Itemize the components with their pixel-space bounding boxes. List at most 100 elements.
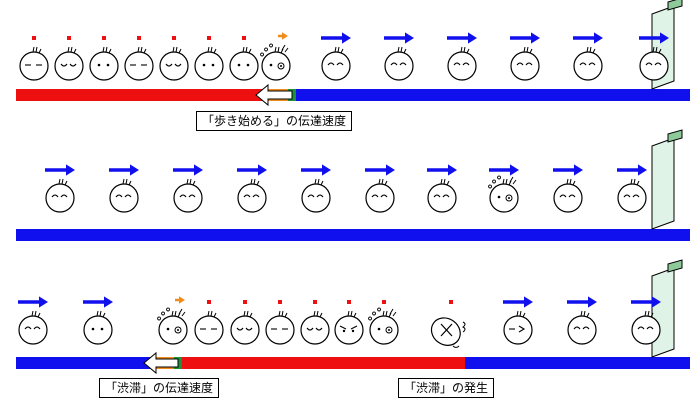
propagation-arrow <box>255 83 293 107</box>
walk-start-speed-label: 「歩き始める」の伝達速度 <box>196 111 353 131</box>
road-moving-segment <box>296 89 690 101</box>
person-stopped <box>54 46 84 81</box>
moving-arrow <box>384 32 414 44</box>
eye-ring <box>505 194 513 202</box>
arrow-head <box>448 164 457 176</box>
alarm-lines <box>178 308 186 317</box>
hair-tuft <box>207 310 217 318</box>
jam-occurrence-label: 「渋滞」の発生 <box>398 378 495 398</box>
jam-speed-label: 「渋滞」の伝達速度 <box>99 378 220 398</box>
hair-squiggle <box>452 345 460 348</box>
person-moving <box>83 310 113 345</box>
moving-arrow <box>631 296 661 308</box>
hair-tuft <box>58 178 68 186</box>
stop-marker <box>278 300 282 304</box>
hair-tuft <box>242 46 252 54</box>
hair-tuft <box>586 46 596 54</box>
starting-arrow <box>175 296 185 304</box>
head-outline <box>639 51 669 81</box>
person-moving <box>173 178 203 213</box>
hair-tuft <box>644 310 654 318</box>
person-moving <box>553 178 583 213</box>
arrow-head <box>342 32 351 44</box>
sweat-drops <box>157 307 170 321</box>
alarm-lines <box>281 44 289 53</box>
hair-tuft <box>334 46 344 54</box>
hair-tuft <box>440 178 450 186</box>
stop-marker <box>172 36 176 40</box>
head-outline <box>18 315 48 345</box>
hair-tuft <box>96 310 106 318</box>
eyes-smile <box>390 62 407 66</box>
eyes-smile <box>579 62 596 66</box>
head-outline <box>447 51 477 81</box>
hair-tuft <box>32 46 42 54</box>
head-outline <box>510 51 540 81</box>
hair-tuft <box>122 178 132 186</box>
head-outline <box>173 183 203 213</box>
moving-arrow <box>447 32 477 44</box>
person-stopped <box>89 46 119 81</box>
wall-top-block <box>667 129 683 143</box>
head-outline <box>109 183 139 213</box>
moving-arrow <box>237 164 267 176</box>
hair-tuft <box>630 178 640 186</box>
moving-arrow <box>18 296 48 308</box>
propagation-arrow <box>143 351 179 375</box>
head-outline <box>237 183 267 213</box>
road-stopped-segment <box>182 357 465 369</box>
head-outline <box>89 51 119 81</box>
hair-tuft <box>67 46 77 54</box>
eye-dot <box>351 329 355 333</box>
eyes-smile <box>637 326 654 330</box>
arrow-head <box>638 164 647 176</box>
person-stopped <box>300 310 330 345</box>
person-stopped <box>194 310 224 345</box>
eye-ring <box>277 62 285 70</box>
arrow-head <box>66 164 75 176</box>
eyes-smile <box>645 62 662 66</box>
person-moving <box>639 46 669 81</box>
eye-ring-dot <box>508 197 510 199</box>
moving-arrow <box>639 32 669 44</box>
head-outline <box>430 317 461 346</box>
eye-dot <box>246 63 250 67</box>
head-outline <box>229 51 259 81</box>
arrow-head <box>588 296 597 308</box>
eye-dot <box>100 327 104 331</box>
person-stopped <box>229 46 259 81</box>
hair-tuft <box>278 310 288 318</box>
head-outline <box>553 183 583 213</box>
eyes-smile <box>371 194 388 198</box>
moving-arrow <box>83 296 113 308</box>
arrow-head <box>660 32 669 44</box>
hair-tuft <box>207 46 217 54</box>
hair-tuft <box>460 46 470 54</box>
head-outline <box>321 51 351 81</box>
eye-ring <box>385 326 393 334</box>
arrow-head <box>524 296 533 308</box>
head-outline <box>261 51 291 81</box>
moving-arrow <box>301 164 331 176</box>
eyes-smile <box>516 62 533 66</box>
alarm-lines <box>509 176 517 185</box>
person-moving <box>18 310 48 345</box>
eyes-smile <box>115 194 132 198</box>
moving-arrow <box>503 296 533 308</box>
eye-ring-dot <box>280 65 282 67</box>
head-outline <box>369 315 399 345</box>
hair-tuft <box>516 310 526 318</box>
person-moving <box>617 178 647 213</box>
head-outline <box>334 315 364 345</box>
wall-panel <box>651 137 675 230</box>
alarm-lines <box>389 308 397 317</box>
moving-arrow <box>109 164 139 176</box>
arrow-head <box>594 32 603 44</box>
moving-arrow <box>365 164 395 176</box>
arrow-head <box>386 164 395 176</box>
hair-tuft <box>580 310 590 318</box>
person-moving <box>447 46 477 81</box>
stop-marker <box>243 300 247 304</box>
head-outline <box>503 315 533 345</box>
